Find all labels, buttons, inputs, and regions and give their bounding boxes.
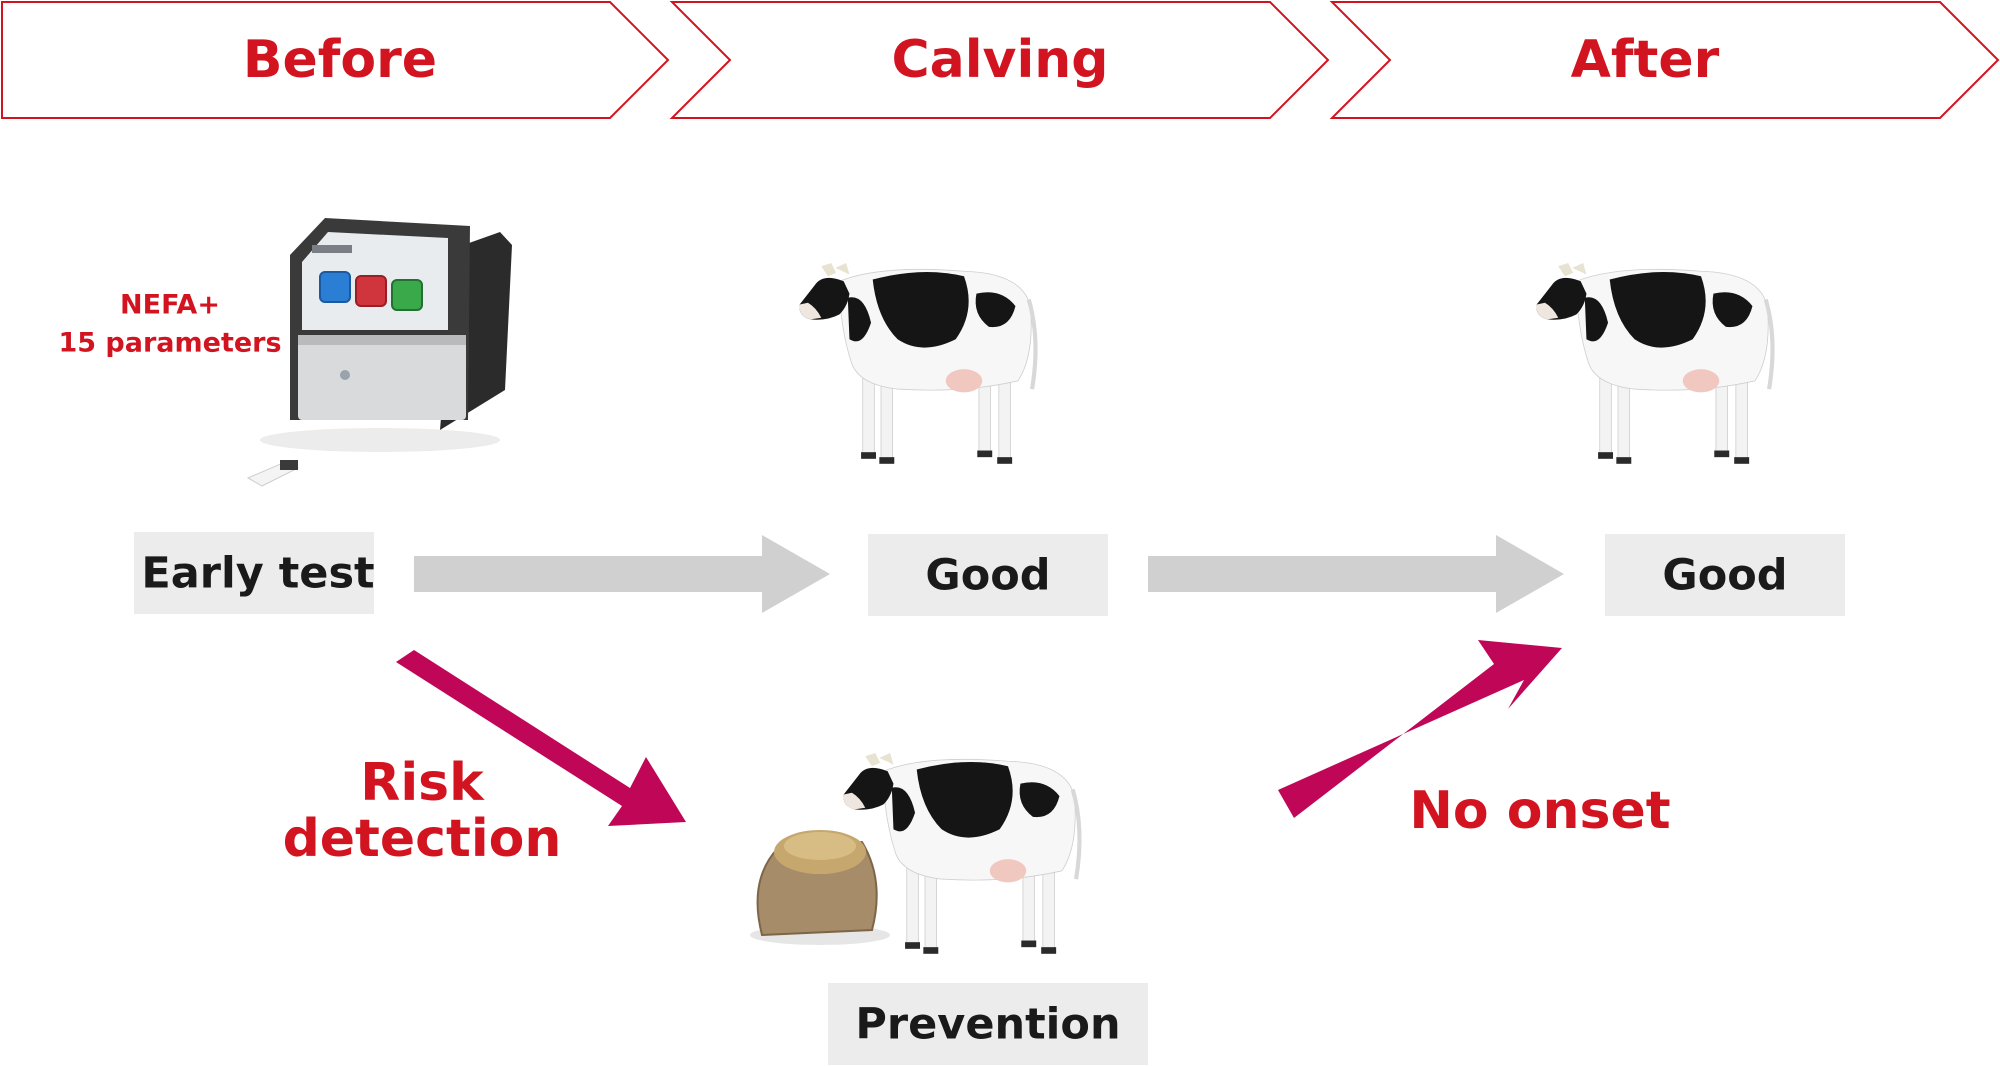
prevention-label: Prevention (855, 1000, 1120, 1050)
arrow-risk-detection (396, 650, 686, 826)
good-calving-label: Good (925, 551, 1050, 601)
device-label-line1: NEFA+ (120, 290, 220, 321)
phase-calving-label: Calving (891, 30, 1108, 90)
phase-after-label: After (1571, 30, 1720, 90)
cow-calving (799, 263, 1035, 464)
good-after-label: Good (1662, 551, 1787, 601)
phase-after: After (1329, 1, 2000, 119)
good-after-box: Good (1605, 534, 1845, 616)
arrow-no-onset (1278, 640, 1562, 818)
early-test-label: Early test (141, 549, 374, 599)
risk-label-line2: detection (283, 809, 562, 869)
no-onset-label: No onset (1409, 781, 1670, 841)
early-test-box: Early test (134, 532, 375, 614)
risk-label-line1: Risk (360, 753, 485, 813)
analyzer-device (246, 218, 512, 487)
cow-prevention (843, 753, 1079, 954)
arrow-early-to-good (414, 535, 830, 613)
prevention-box: Prevention (828, 983, 1148, 1065)
phase-before-label: Before (243, 30, 437, 90)
good-calving-box: Good (868, 534, 1108, 616)
arrow-good-to-good (1148, 535, 1564, 613)
phase-before: Before (1, 1, 670, 119)
phase-calving: Calving (669, 1, 1330, 119)
device-label-line2: 15 parameters (58, 328, 281, 359)
feed-sack-icon (750, 830, 890, 945)
cow-after (1536, 263, 1772, 464)
